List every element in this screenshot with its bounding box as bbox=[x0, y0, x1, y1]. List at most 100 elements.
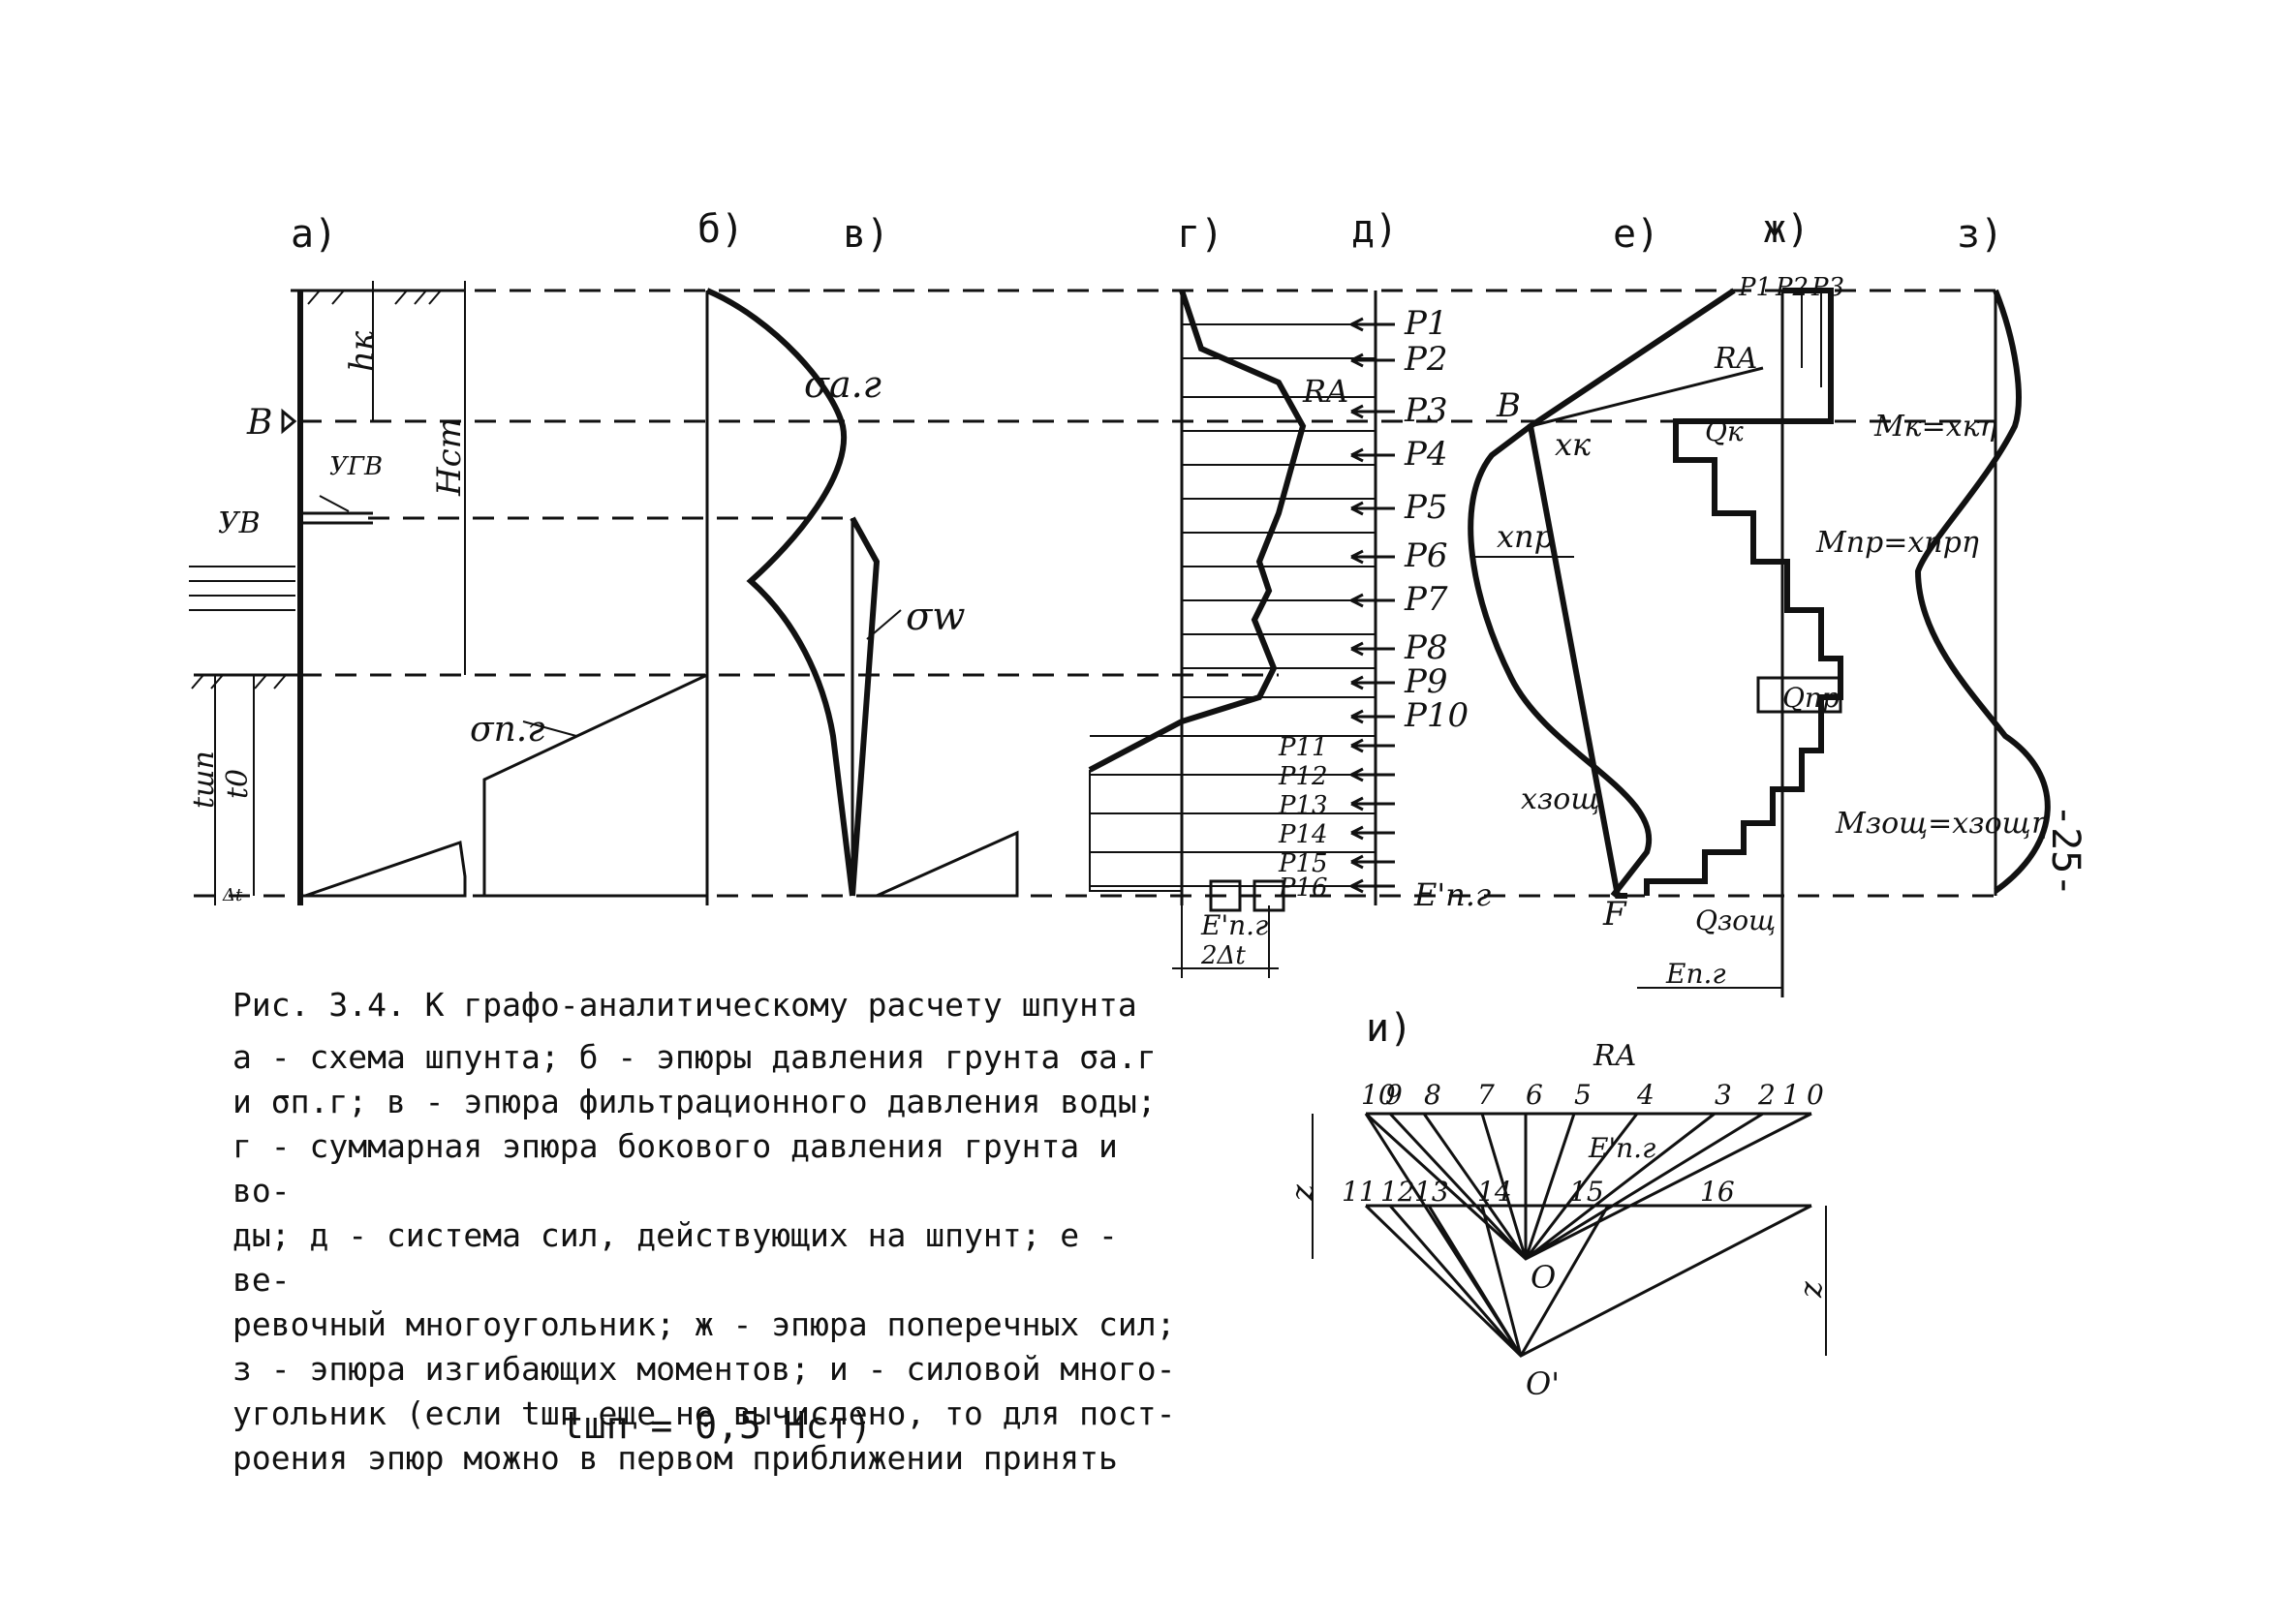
section-i-title: и) bbox=[1366, 1006, 1412, 1051]
caption-line: ды; д - система сил, действующих на шпун… bbox=[232, 1216, 1118, 1299]
force-label-p10: P10 bbox=[1404, 696, 1469, 735]
caption-line: роения эпюр можно в первом приближении п… bbox=[232, 1439, 1118, 1477]
force-label-p14: P14 bbox=[1278, 820, 1328, 849]
epg-label-i: E'п.г bbox=[1588, 1132, 1655, 1164]
caption-line: и σп.г; в - эпюра фильтрационного давлен… bbox=[232, 1083, 1157, 1120]
sigma-w-lower bbox=[876, 830, 1019, 898]
xk-label: xк bbox=[1555, 426, 1592, 463]
force-arrow bbox=[1350, 675, 1395, 690]
xzoshch-label: xзощ bbox=[1521, 782, 1599, 816]
caption-line: г - суммарная эпюра бокового давления гр… bbox=[232, 1127, 1118, 1210]
sigma-w-label: σw bbox=[906, 595, 966, 639]
sigma-ag-curve bbox=[705, 288, 855, 897]
sigma-pg-label: σп.г bbox=[470, 710, 544, 750]
force-label-p9: P9 bbox=[1404, 662, 1448, 701]
rope-polygon-curve bbox=[1468, 423, 1653, 898]
node-label-top: 3 bbox=[1715, 1079, 1732, 1111]
force-arrow bbox=[1350, 447, 1395, 463]
p1-label: P1 bbox=[1738, 273, 1772, 302]
sigma-pg-pointer bbox=[522, 720, 577, 737]
moment-diagram bbox=[1914, 289, 2051, 894]
hk-label: hк bbox=[343, 330, 382, 372]
diagram-e: B xк xпр xзощ F bbox=[1468, 288, 1764, 934]
surface-hatch bbox=[307, 290, 442, 305]
hst-label: Hст bbox=[430, 417, 469, 497]
force-label-p12: P12 bbox=[1278, 762, 1328, 791]
force-arrow bbox=[1350, 549, 1395, 565]
section-b-title: б) bbox=[697, 207, 744, 252]
mk-label: Mк=xкη bbox=[1873, 410, 1997, 444]
force-arrow bbox=[1350, 825, 1395, 841]
force-label-p7: P7 bbox=[1404, 580, 1448, 619]
node-label-top: 8 bbox=[1424, 1079, 1441, 1111]
node-label-top: 6 bbox=[1526, 1079, 1543, 1111]
section-z-title: з) bbox=[1957, 212, 2003, 257]
qpr-label: Qпр bbox=[1782, 682, 1840, 714]
force-e-label: E'п.г bbox=[1413, 876, 1491, 913]
sigma-w-pointer bbox=[866, 609, 902, 640]
node-label-top: 4 bbox=[1636, 1079, 1655, 1111]
force-arrow bbox=[1350, 738, 1395, 753]
force-arrow bbox=[1350, 501, 1395, 516]
force-arrow bbox=[1350, 641, 1395, 657]
polygon-rays-top bbox=[1364, 1112, 1812, 1261]
shear-diagram bbox=[1644, 288, 1843, 896]
caption-line: а - схема шпунта; б - эпюры давления гру… bbox=[232, 1038, 1157, 1076]
force-arrow bbox=[1350, 404, 1395, 419]
force-label-p8: P8 bbox=[1404, 628, 1448, 667]
node-label-bottom: 13 bbox=[1414, 1176, 1449, 1208]
force-arrow bbox=[1350, 317, 1395, 332]
node-label-bottom: 15 bbox=[1569, 1176, 1604, 1208]
force-arrow bbox=[1350, 854, 1395, 870]
node-label-bottom: 14 bbox=[1477, 1176, 1512, 1208]
ra-label-g: RA bbox=[1302, 373, 1348, 410]
diagram-g: RA E'п.г 2Δt bbox=[1088, 290, 1376, 978]
diagram-z: Mк=xкη Mпр=xпрη Mзощ=xзощη bbox=[1815, 289, 2051, 896]
rope-ra-line bbox=[1530, 366, 1764, 428]
section-v-title: в) bbox=[843, 212, 889, 257]
z2-label: z bbox=[1792, 1280, 1829, 1299]
force-arrow bbox=[1350, 878, 1395, 894]
node-label-top: 2 bbox=[1757, 1079, 1776, 1111]
b-level-marker bbox=[281, 408, 297, 435]
section-d-title: д) bbox=[1351, 207, 1398, 252]
node-label-top: 10 bbox=[1361, 1079, 1396, 1111]
sigma-pg-diagram bbox=[482, 672, 709, 905]
f-label: F bbox=[1602, 895, 1627, 934]
caption-formula: tшп = 0,5 Hст) bbox=[562, 1404, 873, 1447]
caption-line: угольник (если tшп еще не вычислено, то … bbox=[232, 1394, 1176, 1432]
qk-label: Qк bbox=[1705, 415, 1744, 447]
dt-label: Δt bbox=[222, 885, 243, 905]
tshp-label: tшп bbox=[187, 751, 221, 809]
qpr-box bbox=[1756, 676, 1842, 714]
force-label-p6: P6 bbox=[1404, 536, 1448, 575]
water-hatch bbox=[189, 566, 295, 611]
z1-label: z bbox=[1284, 1183, 1320, 1202]
e-pg-label-g: E'п.г bbox=[1200, 909, 1268, 941]
total-pressure-lower bbox=[1089, 770, 1182, 892]
b-label-e: B bbox=[1496, 386, 1521, 425]
force-arrow bbox=[1350, 352, 1395, 368]
qzoshch-label: Qзощ bbox=[1695, 904, 1776, 936]
scheme-a: hк Hст B УГВ УВ tшп t0 Δt bbox=[187, 281, 469, 905]
sigma-ag-label: σa.г bbox=[804, 363, 882, 406]
g-hatch-lines bbox=[1090, 323, 1376, 887]
ra-label-zh: RA bbox=[1714, 342, 1757, 376]
force-label-p5: P5 bbox=[1404, 488, 1448, 527]
ra-label-i: RA bbox=[1593, 1039, 1636, 1073]
uv-label: УВ bbox=[218, 506, 261, 540]
polygon-rays-bottom bbox=[1364, 1113, 1812, 1358]
caption-line: з - эпюра изгибающих моментов; и - силов… bbox=[232, 1350, 1176, 1388]
mzoshch-label: Mзощ=xзощη bbox=[1835, 807, 2049, 841]
force-arrow bbox=[1350, 709, 1395, 724]
t0-label: t0 bbox=[221, 769, 255, 799]
diagram-v: σw bbox=[850, 516, 1019, 898]
force-arrow bbox=[1350, 767, 1395, 782]
xpr-label: xпр bbox=[1497, 518, 1554, 555]
node-label-top: 0 bbox=[1807, 1079, 1824, 1111]
